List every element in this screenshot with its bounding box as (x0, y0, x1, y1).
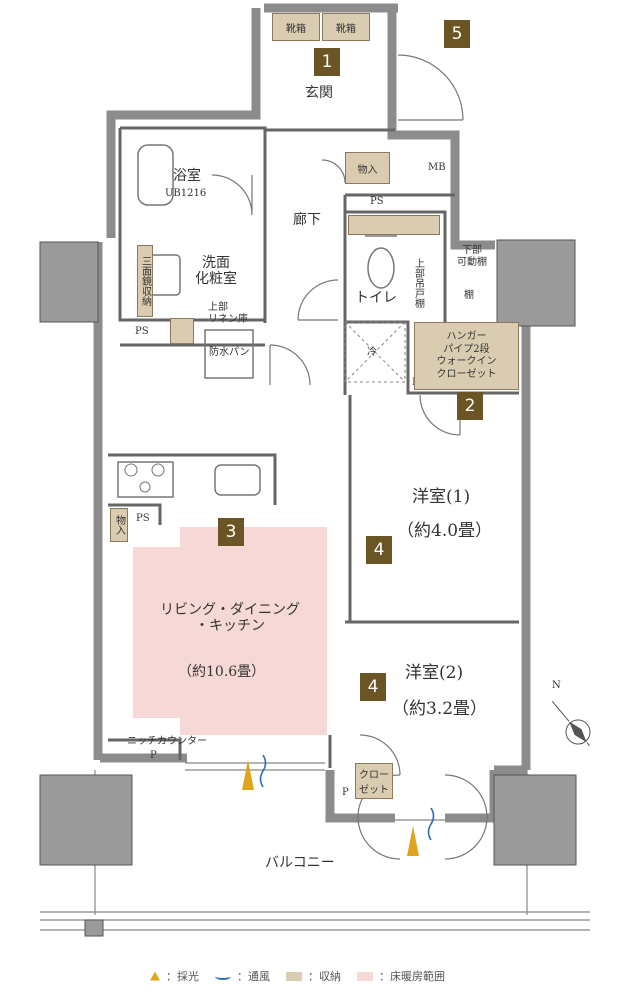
ac-cross (344, 321, 406, 383)
washer-pan (204, 329, 254, 379)
bathtub (137, 144, 174, 206)
shelf-label: 棚 (464, 290, 474, 301)
p-room2: P (342, 787, 349, 798)
kitchen-sink (214, 464, 261, 496)
badge-3: 3 (218, 518, 244, 546)
badge-2: 2 (457, 392, 483, 420)
wind-legend-icon (215, 973, 231, 980)
light-legend-icon (150, 971, 160, 981)
kitchen-storage: 物入 (110, 508, 128, 542)
floor-heating-area (133, 527, 327, 735)
toilet-bowl (367, 247, 395, 289)
exterior-walls (93, 3, 531, 823)
bath-model-label: UB1216 (165, 188, 207, 199)
three-mirror-storage: 三面鏡収納 (137, 245, 153, 317)
ps-hall: PS (370, 196, 384, 207)
ac-label: 冷 (367, 347, 377, 358)
niche-counter-label: ニッチカウンター (127, 736, 207, 747)
hall-storage: 物入 (345, 152, 390, 184)
entrance-label: 玄関 (305, 85, 333, 101)
burner-icon (124, 463, 138, 477)
doors (211, 54, 488, 860)
toilet-label: トイレ (355, 290, 397, 306)
walk-in-closet: ハンガー パイプ2段 ウォークイン クローゼット (414, 322, 519, 390)
western1-label: 洋室(1) (412, 487, 471, 507)
interior-walls (108, 126, 519, 768)
burner-icon (151, 463, 165, 477)
light-marker-icon (242, 760, 419, 856)
p-ldk: P (150, 750, 157, 761)
compass-icon (551, 701, 591, 747)
cooktop (117, 461, 174, 498)
western2-label: 洋室(2) (405, 663, 464, 683)
hallway-label: 廊下 (293, 212, 321, 228)
lower-shelf-label: 下部 可動棚 (457, 245, 487, 268)
legend-floor-heat: ：床暖房範囲 (379, 970, 445, 983)
ldk-size: （約10.6畳） (178, 664, 266, 680)
balcony-label: バルコニー (265, 855, 335, 871)
compass-north-label: N (552, 680, 561, 691)
legend-wind: ：通風 (237, 970, 270, 983)
shoe-box: 靴箱 (322, 13, 370, 41)
columns (39, 239, 577, 937)
shoe-box: 靴箱 (272, 13, 320, 41)
storage-legend-icon (286, 971, 302, 981)
badge-5: 5 (444, 20, 470, 48)
legend: ：採光 ：通風 ：収納 ：床暖房範囲 (150, 968, 445, 984)
linen-storage (170, 318, 194, 344)
washbasin (149, 254, 181, 296)
closet: クロー ゼット (355, 763, 393, 799)
toilet-upper-cabinet (348, 215, 440, 235)
washroom-label: 洗面 化粧室 (195, 255, 237, 288)
legend-storage: ：収納 (308, 970, 341, 983)
badge-4: 4 (366, 536, 392, 564)
ac-box (344, 321, 406, 383)
ldk-label: リビング・ダイニング ・キッチン (160, 602, 300, 635)
western2-size: （約3.2畳） (392, 699, 488, 719)
ps-wash: PS (135, 326, 149, 337)
badge-1: 1 (314, 48, 340, 76)
legend-light: ：採光 (166, 970, 199, 983)
ps-kitchen: PS (136, 513, 150, 524)
badge-4: 4 (360, 673, 386, 701)
bath-label: 浴室 (173, 168, 201, 184)
floor-heat-legend-icon (357, 971, 373, 981)
upper-linen-label: 上部 リネン庫 (208, 302, 248, 325)
western1-size: （約4.0畳） (397, 521, 493, 541)
upper-cabinet-label: 上部吊戸棚 (412, 258, 424, 308)
mb-label: MB (428, 162, 446, 173)
waterproof-pan-label: 防水パン (209, 347, 250, 358)
wind-marker-icon (259, 754, 435, 841)
burner-icon (139, 481, 151, 493)
